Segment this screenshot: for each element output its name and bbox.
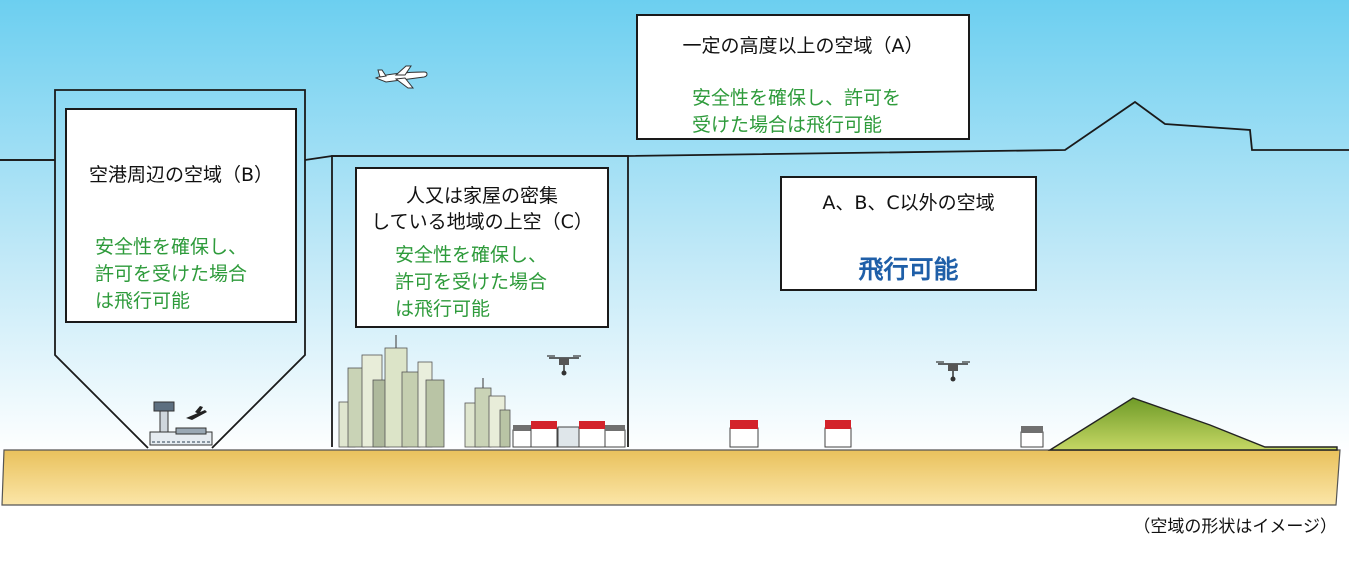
zone-c-condition-1: 安全性を確保し、: [395, 244, 548, 266]
zone-other-box: A、B、C以外の空域 飛行可能: [780, 176, 1037, 291]
mountain-icon: [1047, 397, 1338, 451]
house-icon: [729, 420, 759, 448]
zone-b-condition-3: は飛行可能: [95, 290, 191, 312]
zone-b-outline: [54, 89, 306, 449]
zone-c-title-1: 人又は家屋の密集: [405, 185, 558, 207]
zone-c-condition-2: 許可を受けた場合: [395, 271, 548, 293]
zone-c-outline: [331, 155, 629, 447]
footnote: （空域の形状はイメージ）: [1133, 517, 1337, 537]
airplane-icon: [374, 65, 428, 89]
zone-b-title: 空港周辺の空域（B）: [88, 164, 274, 186]
house-icon: [1020, 426, 1044, 448]
zone-a-title: 一定の高度以上の空域（A）: [682, 35, 924, 57]
zone-a-condition-2: 受けた場合は飛行可能: [692, 114, 883, 136]
zone-c-box: 人又は家屋の密集 している地域の上空（C） 安全性を確保し、 許可を受けた場合 …: [355, 167, 609, 328]
house-icon: [512, 421, 626, 448]
ground: [1, 449, 1341, 506]
zone-a-condition-1: 安全性を確保し、許可を: [692, 87, 902, 109]
drone-icon: [936, 361, 970, 382]
house-icon: [824, 420, 852, 448]
zone-c-condition-3: は飛行可能: [395, 298, 491, 320]
zone-b-condition-2: 許可を受けた場合: [95, 263, 248, 285]
zone-other-title: A、B、C以外の空域: [822, 192, 995, 214]
zone-a-box: 一定の高度以上の空域（A） 安全性を確保し、許可を 受けた場合は飛行可能: [636, 14, 970, 140]
building-icon: [338, 335, 511, 448]
airport-icon: [149, 401, 213, 446]
zone-c-title-2: している地域の上空（C）: [371, 211, 593, 233]
drone-icon: [547, 355, 581, 376]
zone-b-box: 空港周辺の空域（B） 安全性を確保し、 許可を受けた場合 は飛行可能: [65, 108, 297, 323]
zone-other-result: 飛行可能: [858, 255, 959, 284]
zone-b-condition-1: 安全性を確保し、: [95, 236, 248, 258]
